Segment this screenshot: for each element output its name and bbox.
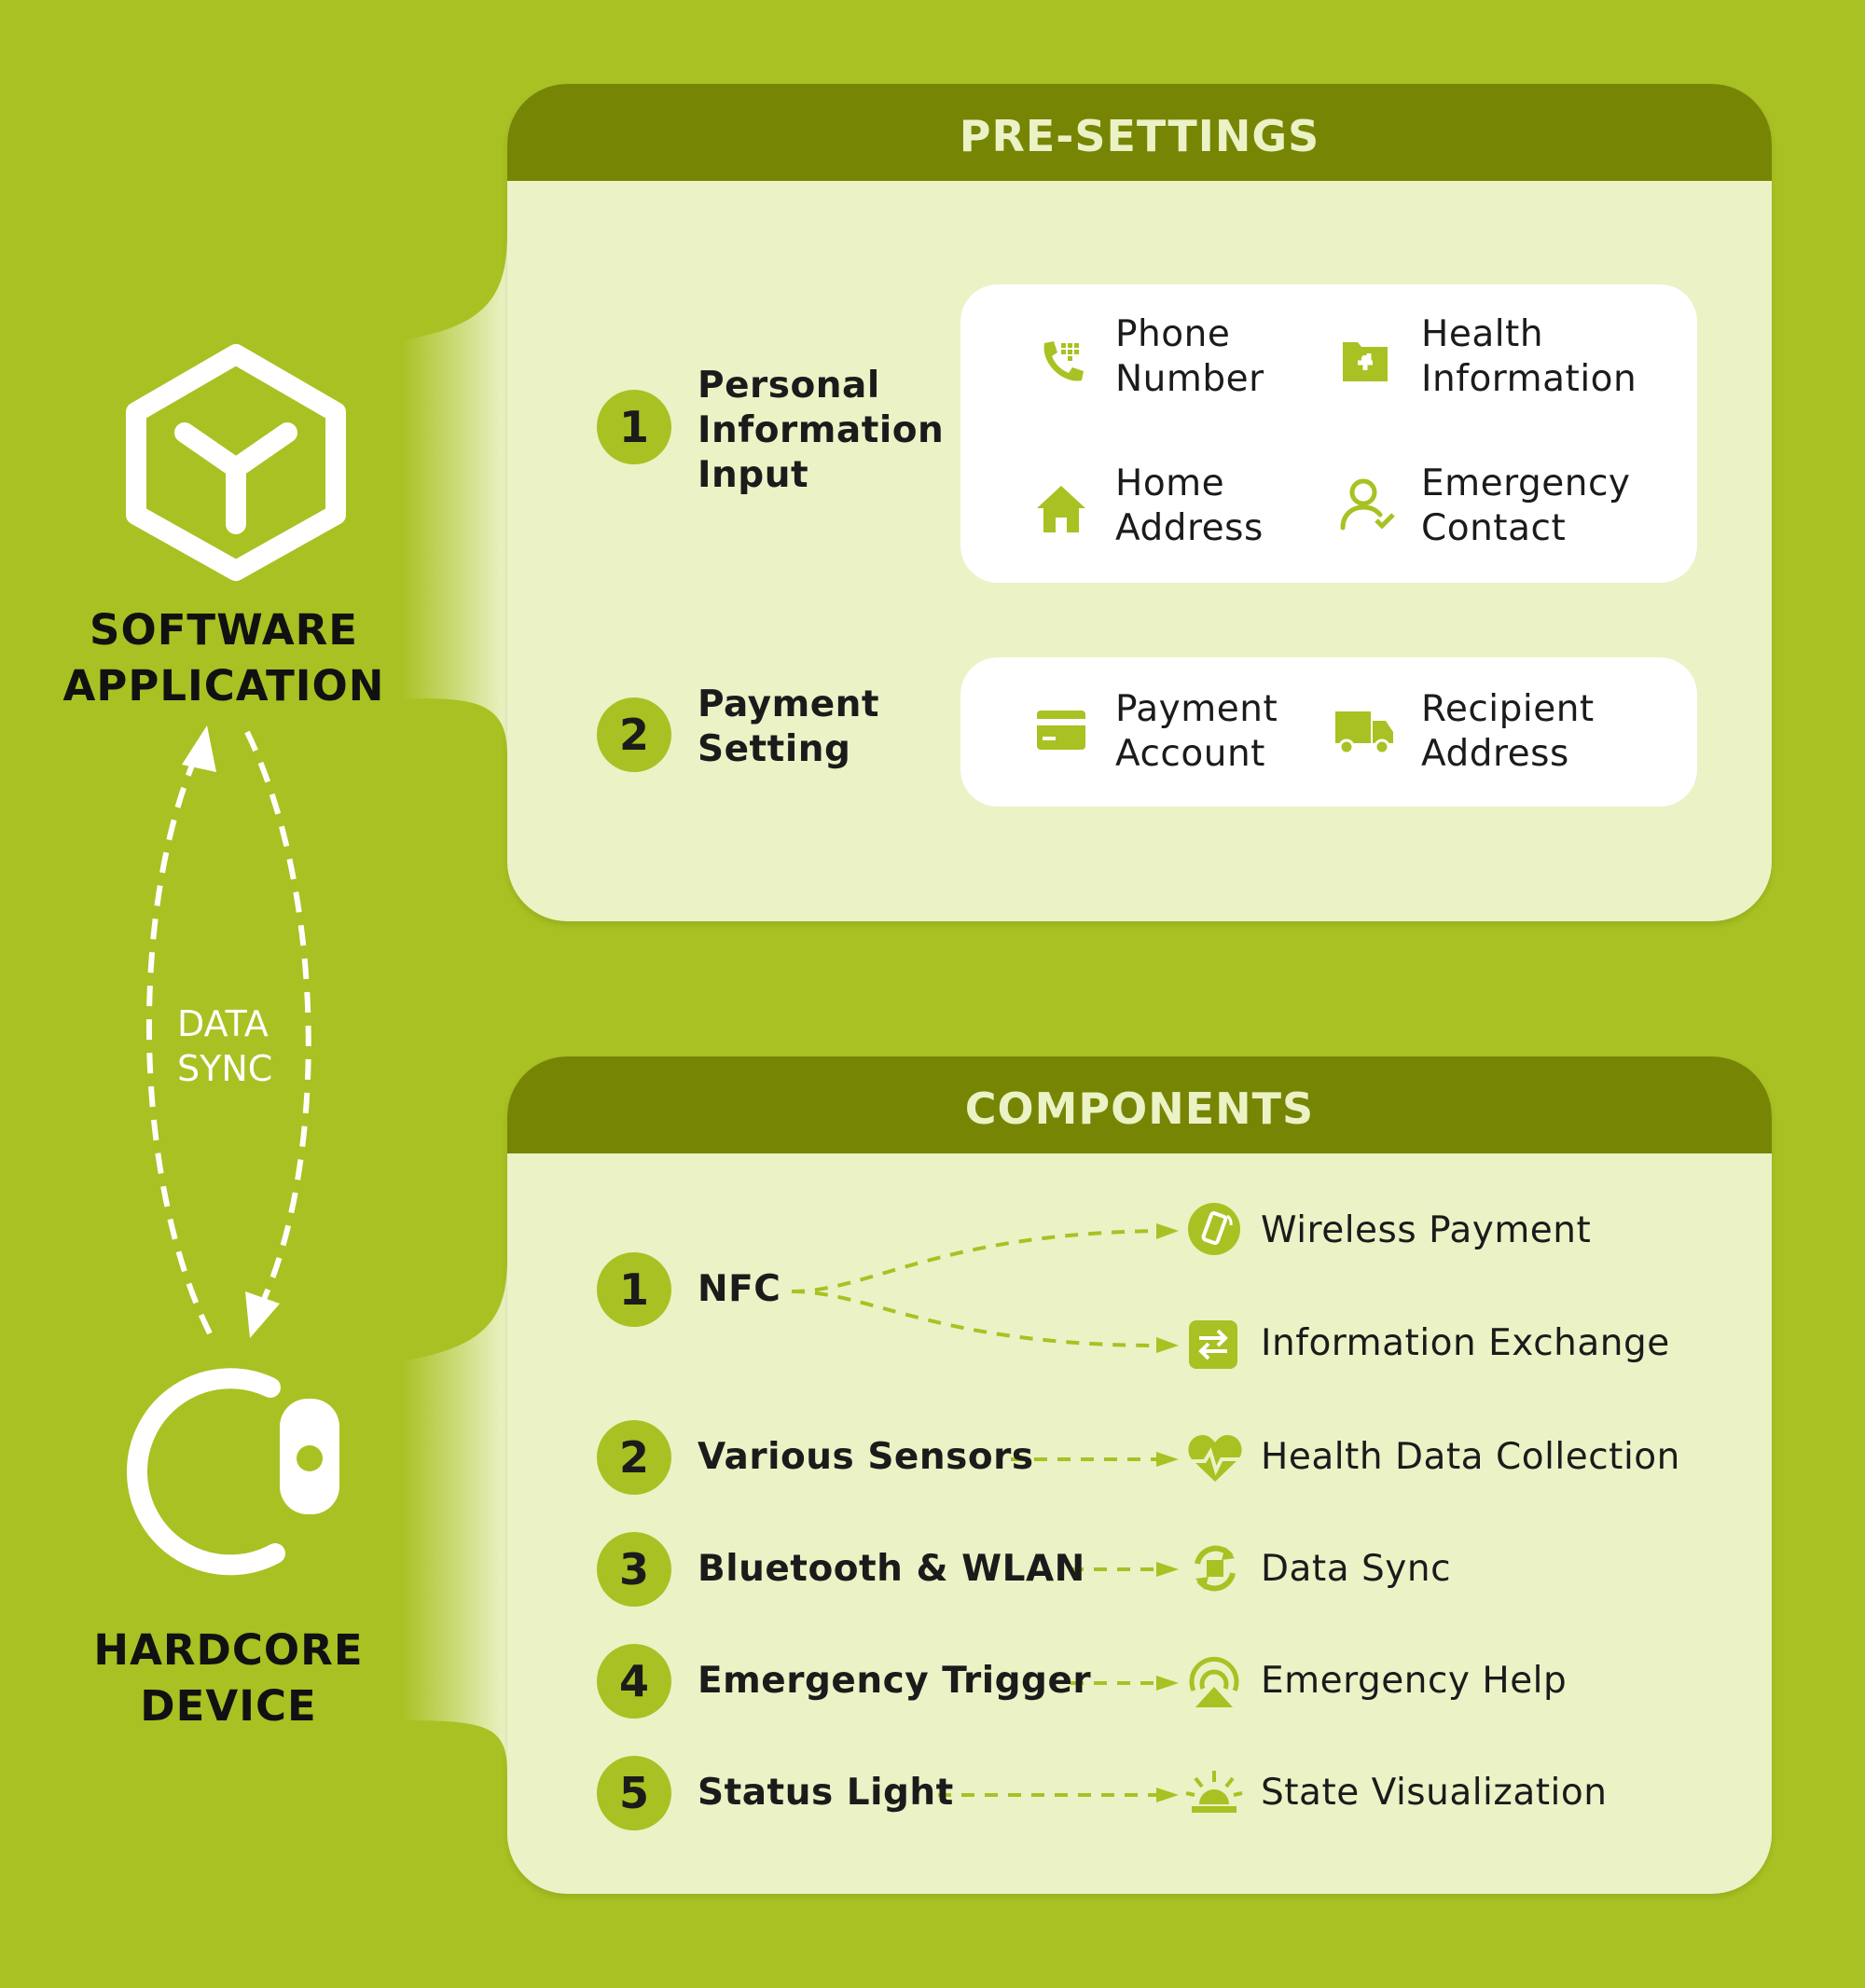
component-output: Wireless Payment [1261, 1209, 1592, 1251]
presettings-panel: PRE-SETTINGS 1 Personal Information Inpu… [507, 84, 1772, 921]
component-label: Various Sensors [698, 1436, 1034, 1478]
heartbeat-icon [1188, 1435, 1242, 1482]
health-folder-icon [1343, 342, 1388, 381]
phone-label: Phone Number [1115, 313, 1264, 400]
step-number: 2 [597, 697, 671, 772]
step-number: 3 [597, 1532, 671, 1607]
contact-icon [1340, 478, 1395, 531]
component-label: Bluetooth & WLAN [698, 1548, 1085, 1590]
components-title: COMPONENTS [507, 1056, 1772, 1153]
truck-icon [1335, 711, 1393, 755]
card-icon [1037, 711, 1085, 750]
hardware-title: HARDCORE DEVICE [93, 1625, 364, 1731]
component-output: Information Exchange [1261, 1322, 1670, 1364]
step-number: 1 [597, 390, 671, 464]
data-sync-arrows [146, 725, 311, 1338]
recipient-label: Recipient Address [1421, 688, 1595, 775]
watch-device-icon [127, 1368, 339, 1576]
step-number: 4 [597, 1644, 671, 1719]
component-output: Emergency Help [1261, 1660, 1568, 1702]
alarm-icon [1189, 1656, 1239, 1707]
light-icon [1185, 1771, 1243, 1813]
group-label: Personal Information Input [698, 365, 945, 496]
cube-icon [126, 344, 346, 581]
component-label: Emergency Trigger [698, 1660, 1092, 1702]
exchange-icon [1189, 1320, 1237, 1369]
contact-label: Emergency Contact [1421, 462, 1631, 549]
personal-info-card: Phone Number Health Information Home Add… [960, 284, 1697, 583]
payment-account-label: Payment Account [1115, 688, 1278, 775]
component-output: Data Sync [1261, 1548, 1452, 1590]
component-output: Health Data Collection [1261, 1436, 1680, 1478]
data-sync-label: DATA SYNC [177, 1003, 273, 1089]
component-label: NFC [698, 1268, 781, 1310]
software-title: SOFTWARE APPLICATION [62, 605, 385, 711]
step-number: 5 [597, 1756, 671, 1830]
component-arrows [791, 1223, 1179, 1802]
step-number: 2 [597, 1420, 671, 1495]
payment-card: Payment Account Recipient Address [960, 657, 1697, 807]
wireless-payment-icon [1188, 1203, 1240, 1255]
presettings-title: PRE-SETTINGS [507, 84, 1772, 181]
component-label: Status Light [698, 1772, 954, 1814]
phone-icon [1043, 341, 1084, 381]
home-icon [1037, 486, 1085, 532]
components-panel: COMPONENTS 1 NFC Wireless Payment Inform… [507, 1056, 1772, 1894]
sync-icon [1195, 1545, 1236, 1592]
component-output: State Visualization [1261, 1772, 1608, 1814]
home-label: Home Address [1115, 462, 1264, 549]
group-label: Payment Setting [698, 683, 880, 770]
health-label: Health Information [1421, 313, 1637, 400]
step-number: 1 [597, 1252, 671, 1327]
